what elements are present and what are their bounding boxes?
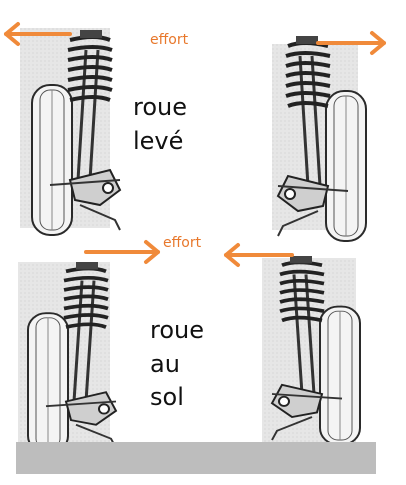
label-sol: sol [150, 383, 184, 411]
arrow-left-icon [4, 22, 72, 46]
effort-label-middle: effort [163, 235, 202, 251]
photo-bottom-right [262, 254, 362, 447]
photo-bottom-left [18, 260, 118, 455]
arrow-right-icon [316, 31, 386, 55]
arrow-left-icon [224, 243, 294, 267]
effort-label-top: effort [150, 32, 189, 48]
arrow-right-icon [84, 240, 160, 264]
label-au: au [150, 350, 180, 378]
ground-bar [16, 442, 376, 474]
label-roue-top: roue [133, 93, 187, 121]
label-leve: levé [133, 127, 184, 155]
photo-top-left [20, 28, 122, 237]
photo-top-right [272, 34, 368, 243]
label-roue-bottom: roue [150, 316, 204, 344]
